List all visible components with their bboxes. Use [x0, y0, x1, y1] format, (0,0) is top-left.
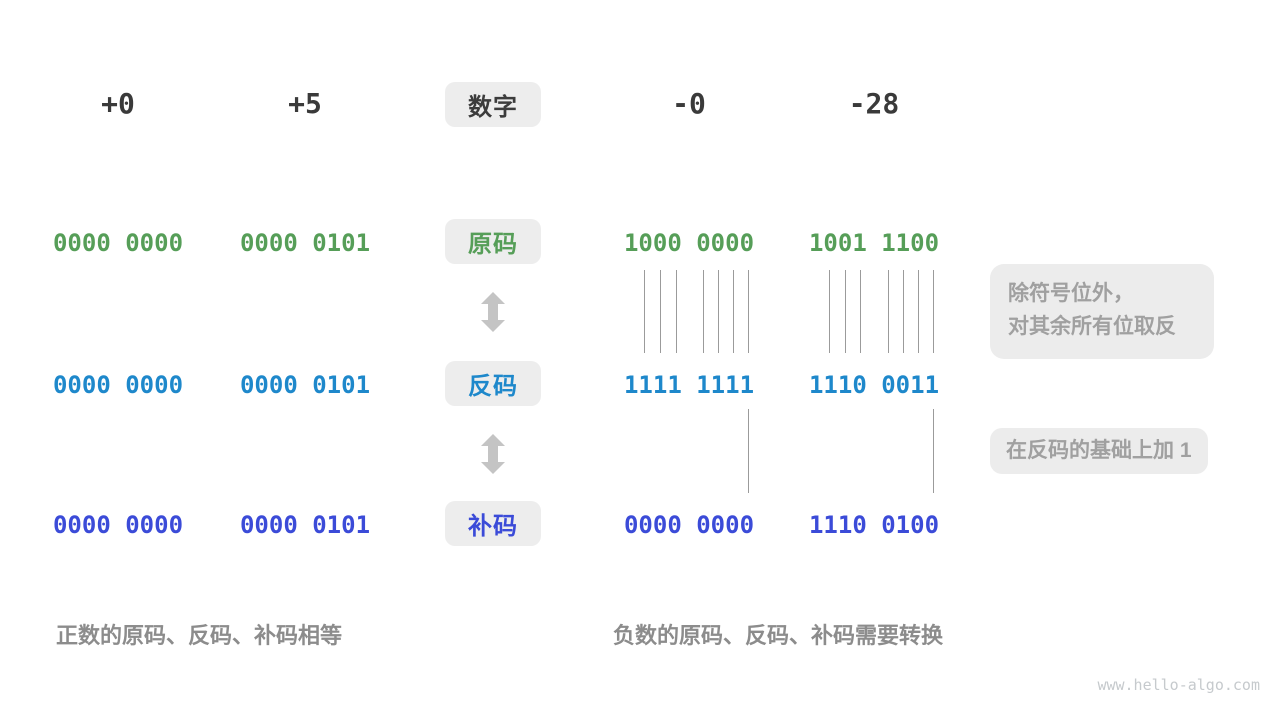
up-down-arrow-icon	[481, 434, 505, 474]
bit-flip-line	[676, 270, 677, 353]
twos-complement-value-plus5: 0000 0101	[239, 511, 371, 539]
ones-complement-label-box: 反码	[445, 361, 541, 406]
sign-magnitude-value-plus0: 0000 0000	[52, 229, 184, 257]
bit-flip-line	[860, 270, 861, 353]
sign-magnitude-label-box: 原码	[445, 219, 541, 264]
header-number-minus28: -28	[848, 87, 900, 120]
twos-complement-value-minus0: 0000 0000	[623, 511, 755, 539]
positive-caption: 正数的原码、反码、补码相等	[56, 623, 343, 648]
bit-flip-line	[748, 270, 749, 353]
bit-flip-line	[703, 270, 704, 353]
ones-complement-value-minus28: 1110 0011	[808, 371, 940, 399]
header-number-plus5: +5	[288, 87, 322, 120]
bit-flip-line	[718, 270, 719, 353]
bit-flip-line	[660, 270, 661, 353]
flip-bits-note-line2: 对其余所有位取反	[1008, 315, 1176, 338]
add-one-line	[748, 409, 749, 493]
bit-flip-line	[644, 270, 645, 353]
ones-complement-value-minus0: 1111 1111	[623, 371, 755, 399]
watermark: www.hello-algo.com	[1097, 676, 1260, 694]
add-one-note: 在反码的基础上加 1	[990, 428, 1208, 474]
number-label-box: 数字	[445, 82, 541, 127]
sign-magnitude-value-minus0: 1000 0000	[623, 229, 755, 257]
flip-bits-note-line1: 除符号位外，	[1008, 282, 1134, 305]
header-number-minus0: -0	[672, 87, 706, 120]
bit-flip-line	[933, 270, 934, 353]
negative-caption: 负数的原码、反码、补码需要转换	[613, 623, 944, 648]
ones-complement-value-plus0: 0000 0000	[52, 371, 184, 399]
ones-complement-value-plus5: 0000 0101	[239, 371, 371, 399]
sign-magnitude-value-minus28: 1001 1100	[808, 229, 940, 257]
sign-magnitude-value-plus5: 0000 0101	[239, 229, 371, 257]
bit-flip-line	[888, 270, 889, 353]
up-down-arrow-icon	[481, 292, 505, 332]
bit-flip-line	[918, 270, 919, 353]
header-number-plus0: +0	[101, 87, 135, 120]
bit-flip-line	[733, 270, 734, 353]
bit-flip-line	[903, 270, 904, 353]
bit-flip-line	[829, 270, 830, 353]
bit-flip-line	[845, 270, 846, 353]
twos-complement-label-box: 补码	[445, 501, 541, 546]
twos-complement-value-plus0: 0000 0000	[52, 511, 184, 539]
flip-bits-note: 除符号位外， 对其余所有位取反	[990, 264, 1214, 359]
twos-complement-value-minus28: 1110 0100	[808, 511, 940, 539]
add-one-line	[933, 409, 934, 493]
